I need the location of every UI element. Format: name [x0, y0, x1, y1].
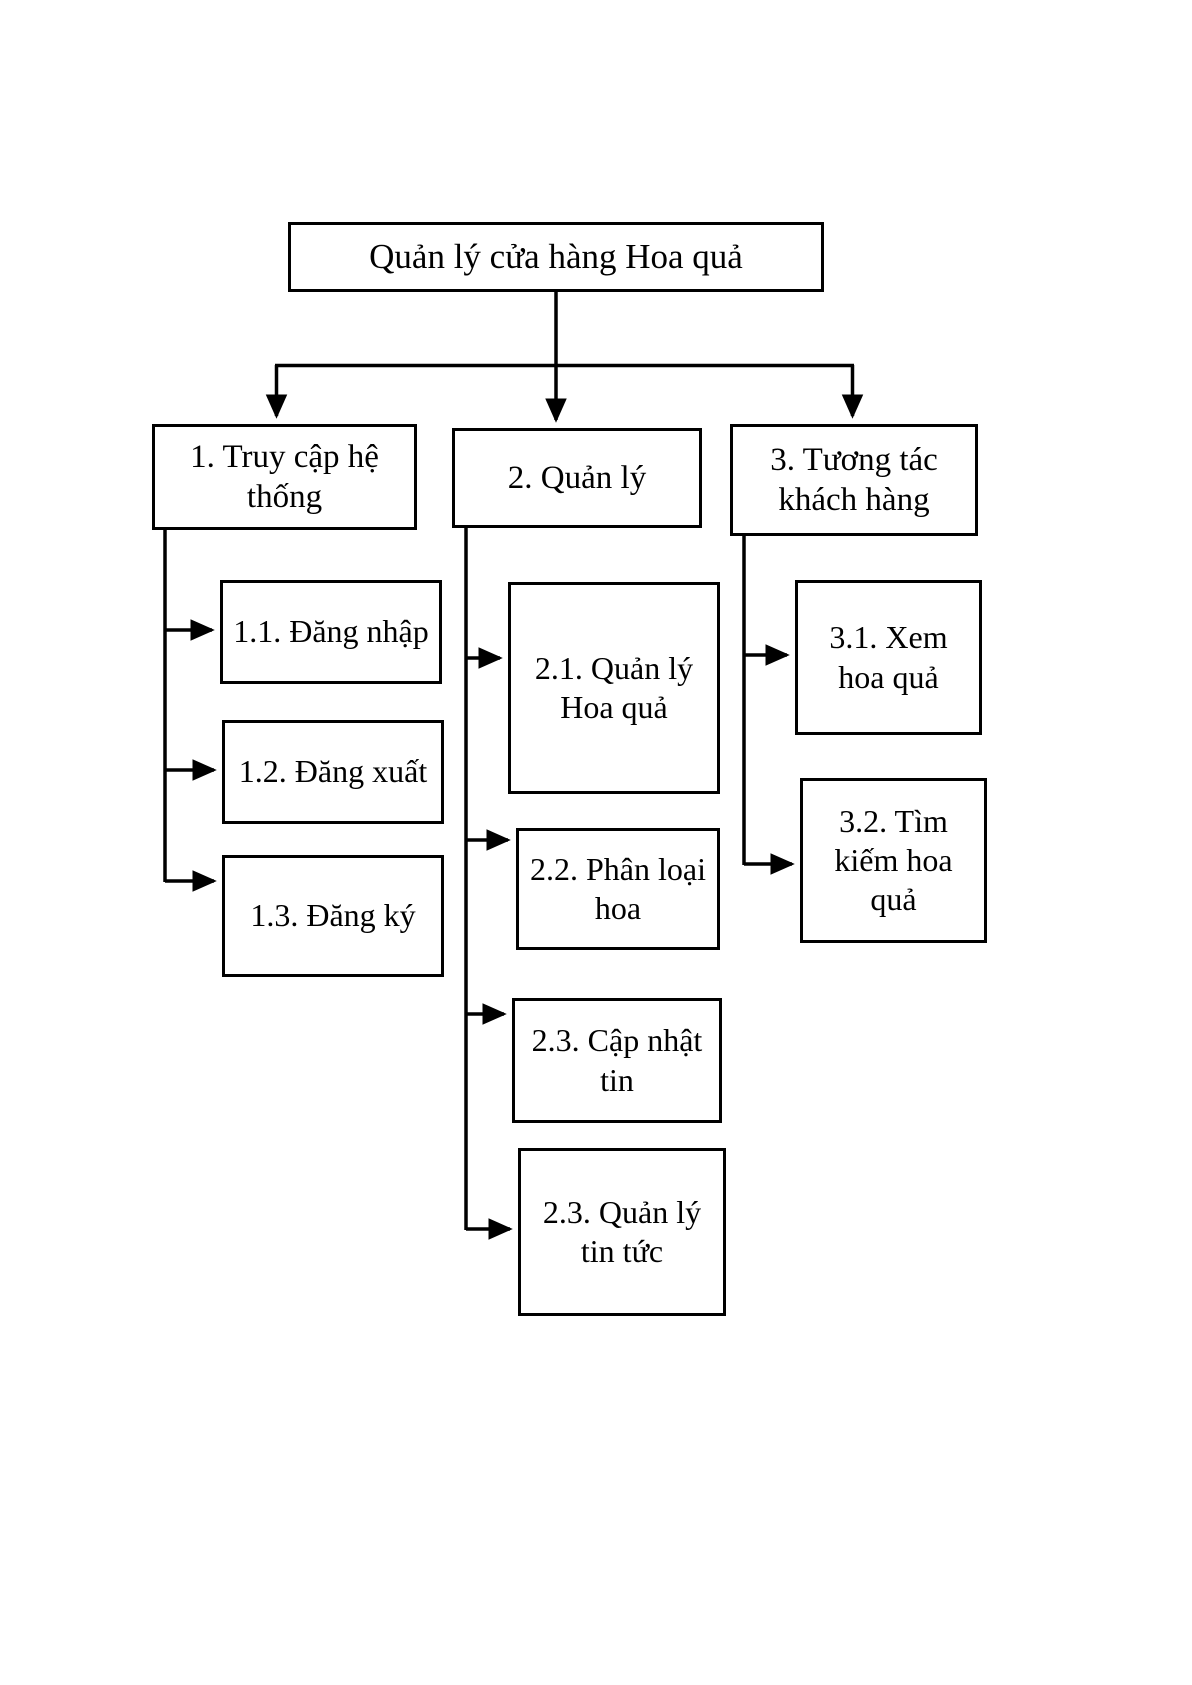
node-dang-nhap-label: 1.1. Đăng nhập — [233, 613, 429, 650]
node-xem-hoa-qua-label: 3.1. Xem hoa quả — [829, 619, 948, 695]
node-tuong-tac-khach-hang[interactable]: 3. Tương tác khách hàng — [730, 424, 978, 536]
node-cap-nhat-tin-label: 2.3. Cập nhật tin — [531, 1022, 703, 1098]
node-tim-kiem-hoa-qua[interactable]: 3.2. Tìm kiếm hoa quả — [800, 778, 987, 943]
node-root[interactable]: Quản lý cửa hàng Hoa quả — [288, 222, 824, 292]
node-tim-kiem-hoa-qua-label: 3.2. Tìm kiếm hoa quả — [834, 802, 953, 918]
node-quan-ly-tin-tuc[interactable]: 2.3. Quản lý tin tức — [518, 1148, 726, 1316]
node-cap-nhat-tin[interactable]: 2.3. Cập nhật tin — [512, 998, 722, 1123]
node-root-label: Quản lý cửa hàng Hoa quả — [369, 236, 743, 276]
node-truy-cap-he-thong-label: 1. Truy cập hệ thống — [190, 438, 379, 515]
node-quan-ly[interactable]: 2. Quản lý — [452, 428, 702, 528]
node-dang-ky[interactable]: 1.3. Đăng ký — [222, 855, 444, 977]
node-quan-ly-hoa-qua[interactable]: 2.1. Quản lý Hoa quả — [508, 582, 720, 794]
node-dang-xuat[interactable]: 1.2. Đăng xuất — [222, 720, 444, 824]
node-dang-xuat-label: 1.2. Đăng xuất — [238, 753, 428, 790]
node-phan-loai-hoa-label: 2.2. Phân loại hoa — [530, 850, 706, 926]
node-quan-ly-label: 2. Quản lý — [507, 459, 647, 496]
node-truy-cap-he-thong[interactable]: 1. Truy cập hệ thống — [152, 424, 417, 530]
node-phan-loai-hoa[interactable]: 2.2. Phân loại hoa — [516, 828, 720, 950]
node-dang-nhap[interactable]: 1.1. Đăng nhập — [220, 580, 442, 684]
node-quan-ly-tin-tuc-label: 2.3. Quản lý tin tức — [542, 1193, 702, 1269]
node-quan-ly-hoa-qua-label: 2.1. Quản lý Hoa quả — [534, 649, 694, 725]
node-tuong-tac-khach-hang-label: 3. Tương tác khách hàng — [770, 441, 938, 518]
node-dang-ky-label: 1.3. Đăng ký — [250, 897, 416, 934]
node-xem-hoa-qua[interactable]: 3.1. Xem hoa quả — [795, 580, 982, 735]
